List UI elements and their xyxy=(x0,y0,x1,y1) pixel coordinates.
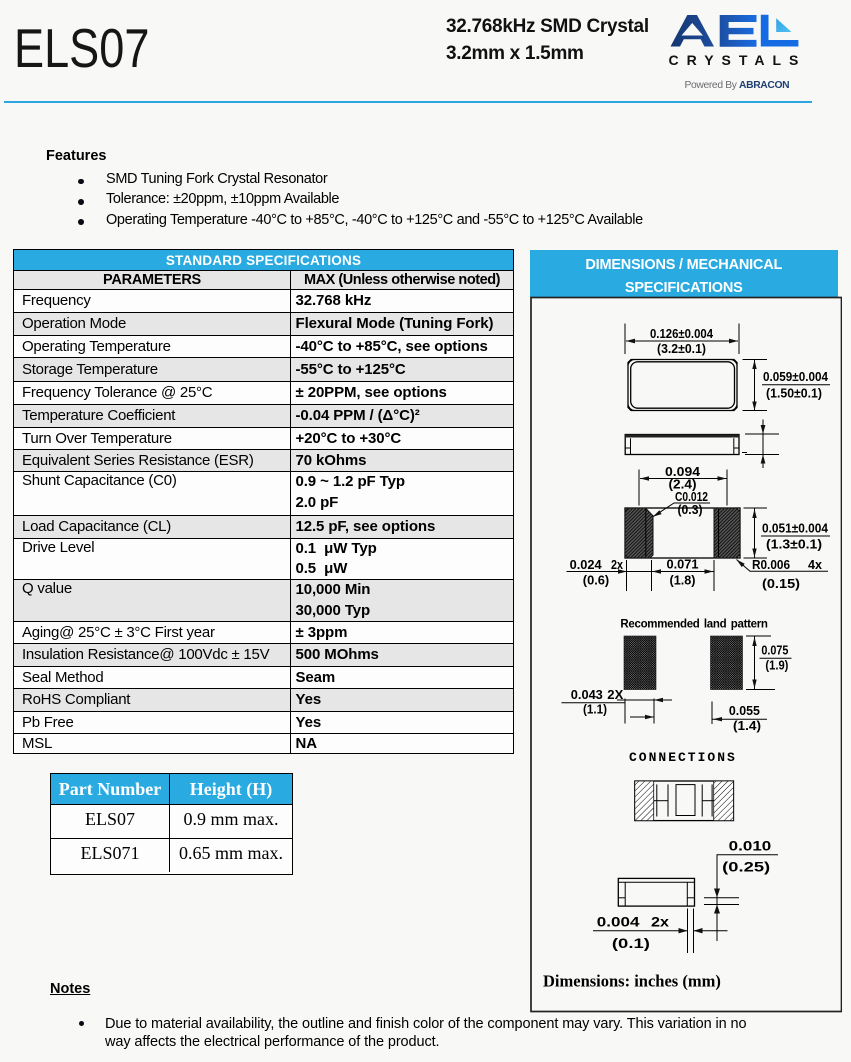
svg-text:R0.006: R0.006 xyxy=(752,558,790,572)
svg-text:(0.1): (0.1) xyxy=(612,936,650,951)
svg-text:0.010: 0.010 xyxy=(729,839,772,854)
svg-text:(3.2±0.1): (3.2±0.1) xyxy=(657,342,706,356)
svg-text:Recommended land pattern: Recommended land pattern xyxy=(620,619,768,631)
svg-text:(1.1): (1.1) xyxy=(583,703,607,717)
svg-text:0.094: 0.094 xyxy=(665,465,700,479)
svg-text:2X: 2X xyxy=(607,688,624,702)
svg-text:(1.50±0.1): (1.50±0.1) xyxy=(766,387,822,401)
svg-text:Powered By ABRACON: Powered By ABRACON xyxy=(685,80,790,91)
svg-text:0.004: 0.004 xyxy=(597,915,640,930)
svg-text:Dimensions: inches (mm): Dimensions: inches (mm) xyxy=(543,972,721,991)
svg-text:0.059±0.004: 0.059±0.004 xyxy=(763,370,828,384)
svg-text:(0.3): (0.3) xyxy=(678,503,703,517)
svg-text:(0.25): (0.25) xyxy=(722,860,770,875)
svg-text:0.043: 0.043 xyxy=(571,688,603,702)
svg-text:2x: 2x xyxy=(611,558,623,572)
svg-text:(0.6): (0.6) xyxy=(583,574,609,588)
svg-text:0.075: 0.075 xyxy=(761,644,788,658)
svg-text:4x: 4x xyxy=(808,558,822,572)
svg-text:(2.4): (2.4) xyxy=(669,478,697,492)
svg-text:(1.8): (1.8) xyxy=(670,574,696,588)
svg-text:0.055: 0.055 xyxy=(729,704,760,718)
svg-text:0.051±0.004: 0.051±0.004 xyxy=(762,522,828,536)
svg-text:CRYSTALS: CRYSTALS xyxy=(669,52,807,68)
svg-text:0.126±0.004: 0.126±0.004 xyxy=(650,327,713,341)
svg-text:(1.4): (1.4) xyxy=(733,719,761,733)
svg-text:0.024: 0.024 xyxy=(570,558,602,572)
svg-text:(0.15): (0.15) xyxy=(762,577,800,591)
svg-text:(1.3±0.1): (1.3±0.1) xyxy=(766,538,822,552)
svg-text:2x: 2x xyxy=(651,915,670,930)
svg-text:CONNECTIONS: CONNECTIONS xyxy=(629,750,737,765)
svg-text:(1.9): (1.9) xyxy=(765,659,788,673)
svg-text:C0.012: C0.012 xyxy=(675,490,708,504)
svg-text:0.071: 0.071 xyxy=(667,558,699,572)
